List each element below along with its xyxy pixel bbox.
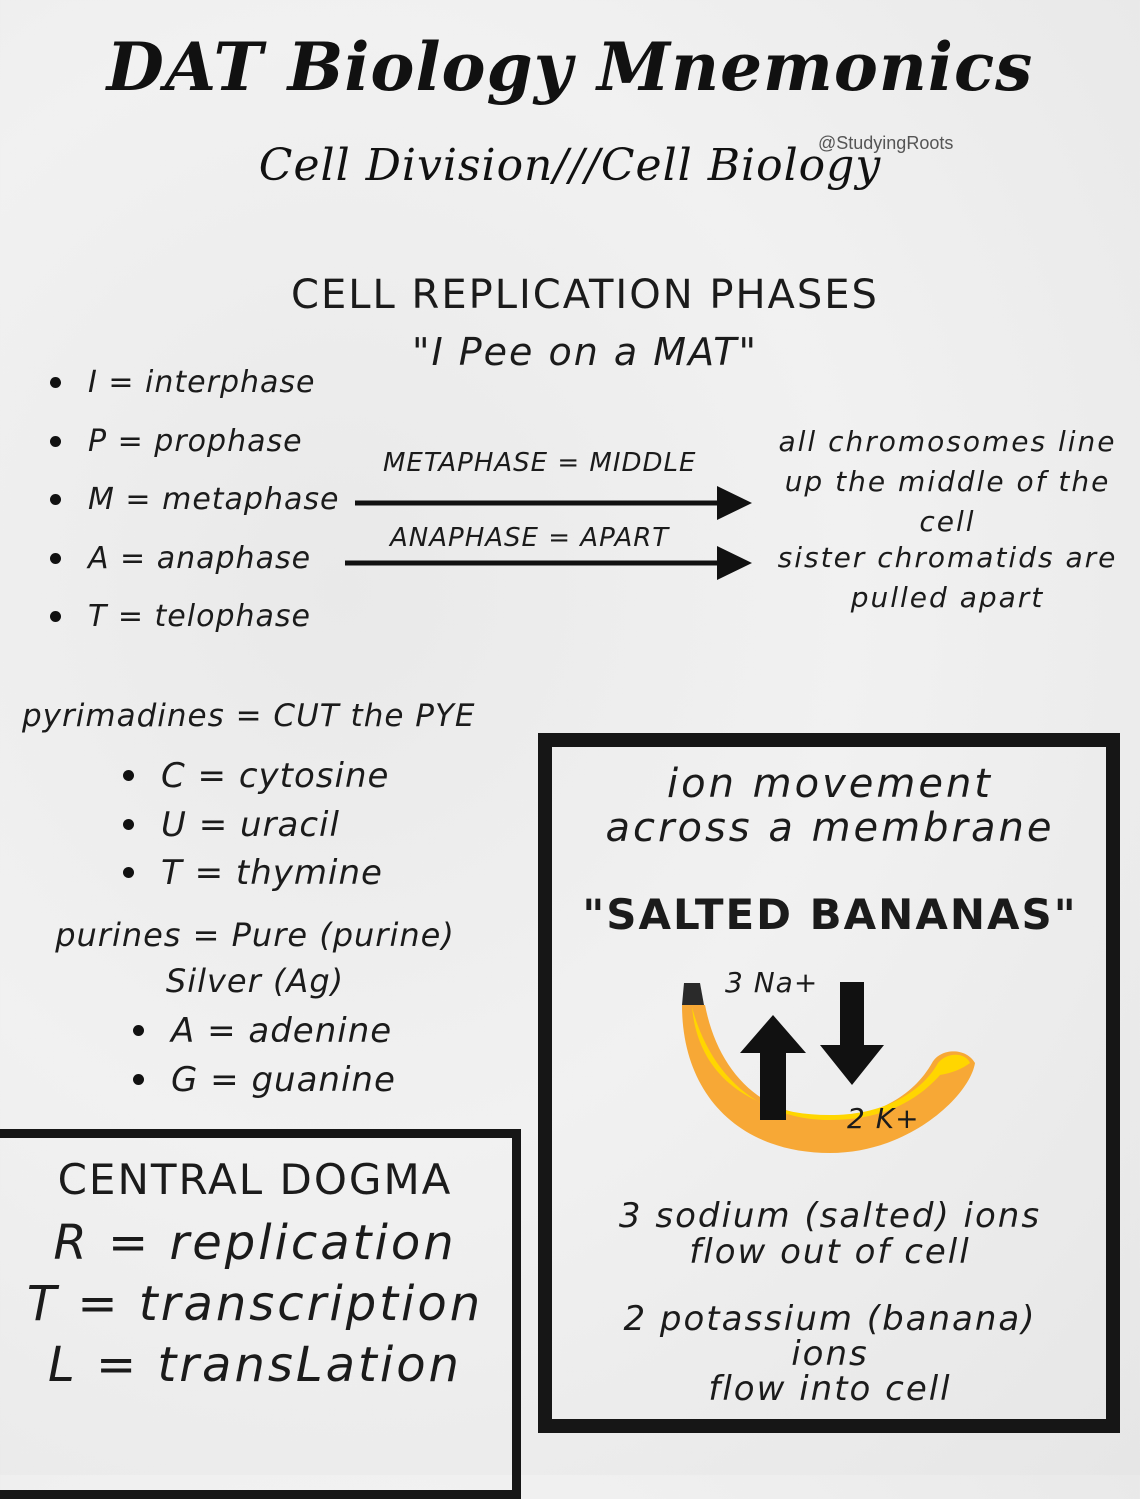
anaphase-arrow-icon bbox=[345, 546, 752, 580]
central-dogma-heading: CENTRAL DOGMA bbox=[57, 1155, 453, 1204]
dogma-line: L = transLation bbox=[48, 1337, 462, 1393]
purine-list: A = adenine G = guanine bbox=[133, 1011, 493, 1108]
list-item: M = metaphase bbox=[50, 480, 380, 539]
anaphase-description: sister chromatids are pulled apart bbox=[777, 541, 1118, 614]
replication-mnemonic: "I Pee on a MAT" bbox=[411, 330, 758, 374]
list-item: T = telophase bbox=[50, 597, 380, 656]
banana-icon bbox=[682, 982, 975, 1153]
phase-list: I = interphase P = prophase M = metaphas… bbox=[50, 363, 380, 656]
list-item: A = adenine bbox=[133, 1011, 493, 1060]
dogma-line: T = transcription bbox=[26, 1276, 484, 1332]
potassium-description: 2 potassium (banana) ions flow into cell bbox=[623, 1299, 1037, 1409]
ion-heading: ion movement across a membrane bbox=[605, 761, 1055, 851]
page-title: DAT Biology Mnemonics bbox=[106, 28, 1034, 106]
potassium-label: 2 K+ bbox=[847, 1102, 920, 1135]
list-item: T = thymine bbox=[123, 853, 483, 902]
ion-movement-box bbox=[538, 733, 1120, 1433]
list-item: I = interphase bbox=[50, 363, 380, 422]
list-item: A = anaphase bbox=[50, 539, 380, 598]
ion-mnemonic: "SALTED BANANAS" bbox=[582, 890, 1078, 939]
replication-heading: CELL REPLICATION PHASES bbox=[291, 272, 879, 318]
metaphase-label: METAPHASE = MIDDLE bbox=[383, 448, 697, 478]
list-item: P = prophase bbox=[50, 422, 380, 481]
sodium-label: 3 Na+ bbox=[725, 966, 819, 999]
list-item: C = cytosine bbox=[123, 756, 483, 805]
pyrimidine-list: C = cytosine U = uracil T = thymine bbox=[123, 756, 483, 902]
anaphase-label: ANAPHASE = APART bbox=[390, 523, 670, 553]
metaphase-description: all chromosomes line up the middle of th… bbox=[778, 425, 1117, 538]
pyrimidines-heading: pyrimadines = CUT the PYE bbox=[22, 698, 476, 734]
page-subtitle: Cell Division///Cell Biology bbox=[258, 140, 882, 191]
metaphase-arrow-icon bbox=[355, 486, 752, 520]
sodium-description: 3 sodium (salted) ions flow out of cell bbox=[618, 1196, 1042, 1272]
author-handle: @StudyingRoots bbox=[818, 133, 954, 153]
dogma-line: R = replication bbox=[53, 1215, 457, 1271]
purines-heading: purines = Pure (purine) Silver (Ag) bbox=[55, 916, 455, 1000]
list-item: U = uracil bbox=[123, 805, 483, 854]
central-dogma-lines: R = replication T = transcription L = tr… bbox=[0, 1213, 510, 1396]
list-item: G = guanine bbox=[133, 1060, 493, 1109]
